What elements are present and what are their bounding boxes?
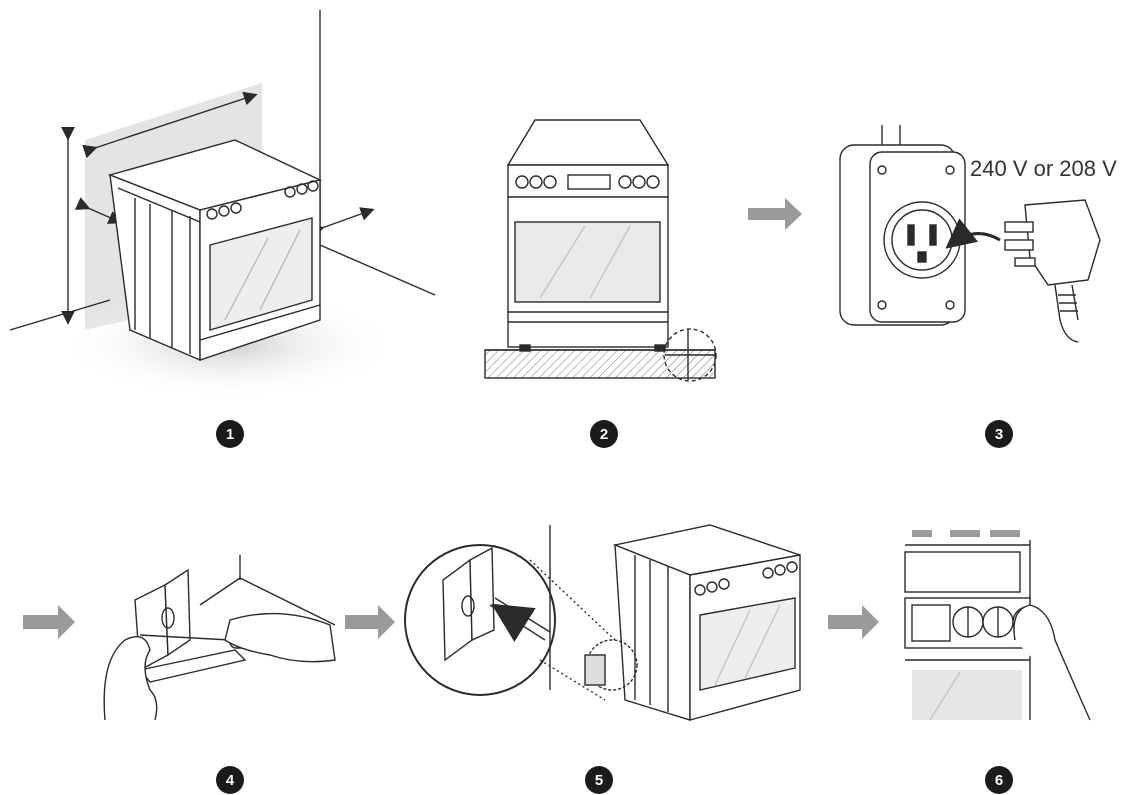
power-outlet-icon (839, 125, 966, 326)
step-badge-5: 5 (585, 766, 613, 794)
step-badge-3: 3 (985, 420, 1013, 448)
hand-icon (103, 612, 336, 721)
step1-range-oven-icon (107, 139, 323, 362)
step6-knob-illustration (828, 530, 1091, 721)
arrow-right-icon (345, 605, 395, 639)
hand-icon (1013, 604, 1091, 721)
step-badge-6: 6 (985, 766, 1013, 794)
step2-leveling-illustration (484, 119, 717, 382)
step5-engage-illustration (345, 524, 801, 721)
arrow-right-icon (828, 605, 879, 639)
step5-range-oven-icon (584, 524, 801, 721)
voltage-label: 240 V or 208 V (970, 156, 1117, 181)
step-badge-1: 1 (216, 420, 244, 448)
arrow-right-icon (23, 605, 75, 639)
step1-clearance-illustration (9, 10, 436, 400)
step4-bracket-illustration (23, 555, 336, 721)
step-badge-4: 4 (216, 766, 244, 794)
power-plug-icon (1004, 199, 1101, 343)
arrow-right-icon (748, 198, 802, 230)
step-badge-2: 2 (590, 420, 618, 448)
step3-power-illustration (839, 125, 1101, 343)
